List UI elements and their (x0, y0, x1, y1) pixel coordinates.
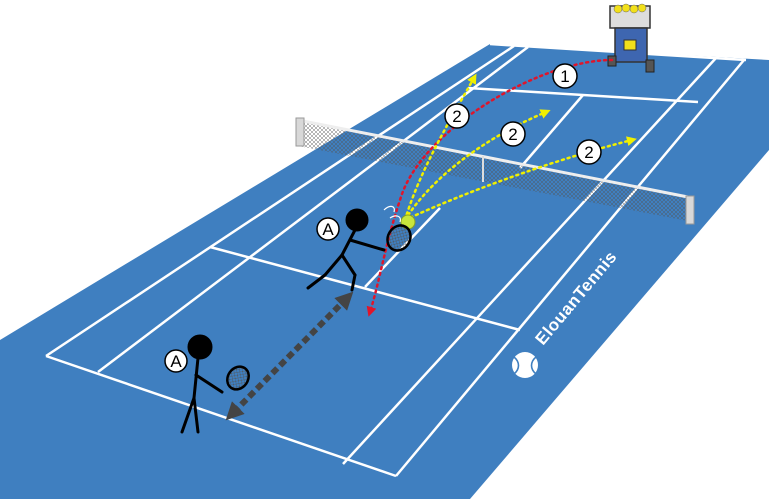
response-shot-wide-right (403, 136, 637, 222)
shot-number-2a: 2 (452, 107, 461, 126)
shot-label-response-b: 2 (500, 121, 526, 147)
shot-label-response-a: 2 (444, 103, 470, 129)
player-front (306, 208, 412, 292)
shot-number-2c: 2 (584, 143, 593, 162)
response-shot-deep-middle (403, 109, 551, 222)
shot-label-feed: 1 (552, 63, 578, 89)
shot-label-response-c: 2 (576, 139, 602, 165)
player-letter-back: A (170, 352, 182, 371)
shot-number-1: 1 (560, 67, 569, 86)
tennis-ball-logo-icon (512, 352, 538, 378)
response-shot-deep-left (403, 73, 477, 222)
response-shots (403, 73, 637, 222)
player-letter-front: A (322, 220, 334, 239)
ball-trail-icon (383, 205, 401, 223)
player-label-front: A (316, 217, 340, 241)
court-surface (0, 44, 769, 499)
tennis-net (295, 117, 695, 225)
player-label-back: A (164, 349, 188, 373)
shot-number-2b: 2 (508, 125, 517, 144)
ball-machine-icon (607, 3, 655, 73)
court-lines (45, 42, 747, 478)
feed-shot-path (366, 58, 614, 317)
rotation-arrow (225, 291, 354, 421)
